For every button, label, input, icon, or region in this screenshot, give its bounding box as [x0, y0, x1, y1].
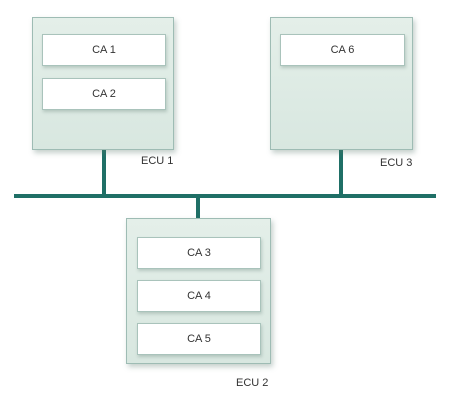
ca-2-box: CA 2	[42, 78, 166, 110]
ecu-1-label: ECU 1	[141, 155, 174, 167]
ecu-2-box: CA 3 CA 4 CA 5	[126, 218, 271, 364]
bus-line	[14, 194, 436, 198]
ecu3-connector	[339, 150, 343, 196]
ca-1-box: CA 1	[42, 34, 166, 66]
ecu1-connector	[102, 150, 106, 196]
ecu-1-box: CA 1 CA 2	[32, 17, 174, 150]
ecu-2-label: ECU 2	[236, 377, 269, 389]
ca-4-box: CA 4	[137, 280, 261, 312]
ca-5-box: CA 5	[137, 323, 261, 355]
ecu-3-label: ECU 3	[380, 157, 413, 169]
ecu-3-box: CA 6	[270, 17, 413, 150]
ca-3-box: CA 3	[137, 237, 261, 269]
ecu2-connector	[196, 196, 200, 220]
ca-6-box: CA 6	[280, 34, 405, 66]
